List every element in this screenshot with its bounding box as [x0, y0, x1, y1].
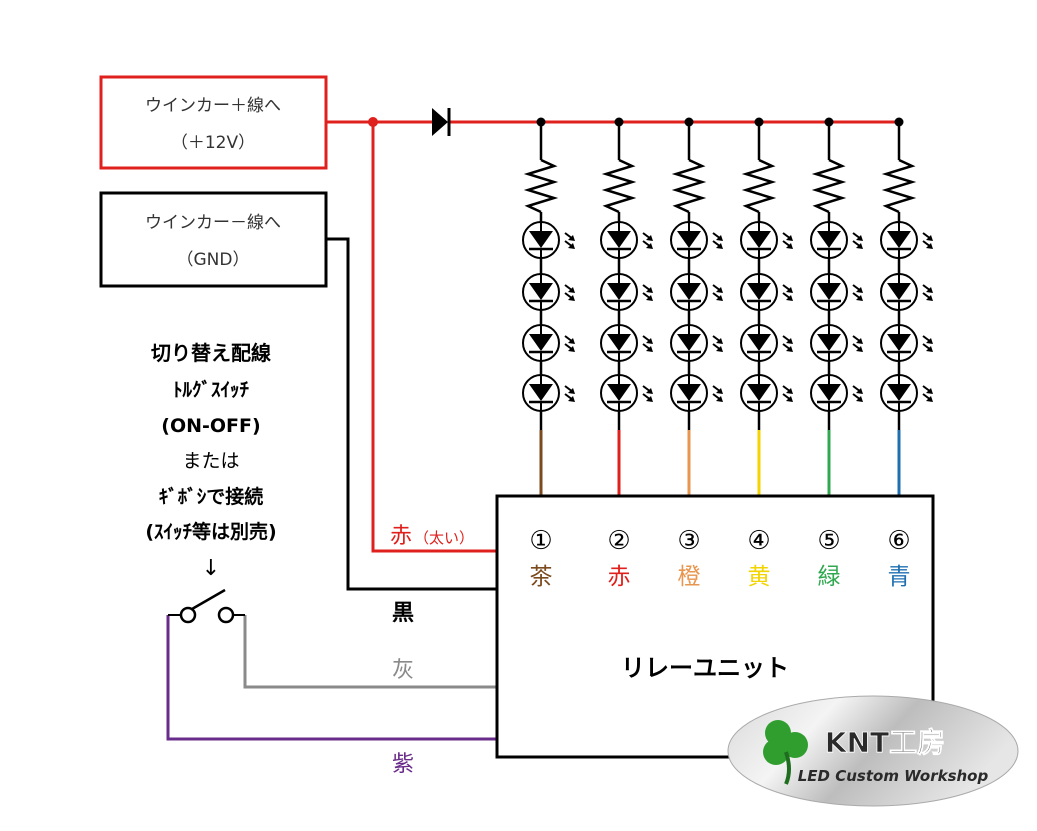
led-icon [809, 220, 865, 260]
red-wire-sublabel: （太い） [414, 529, 474, 547]
note-line-6: (ｽｲｯﾁ等は別売) [145, 520, 276, 543]
note-line-5: ｷﾞﾎﾞｼで接続 [159, 485, 264, 508]
led-icon [879, 323, 935, 363]
channel-color-label: 青 [888, 564, 911, 590]
led-icon [521, 373, 577, 413]
led-icon [809, 373, 865, 413]
led-chain-5 [809, 117, 865, 496]
note-line-1: 切り替え配線 [151, 341, 271, 365]
led-icon [669, 272, 725, 312]
resistor-icon [601, 158, 637, 214]
logo-brand: KNT工房 [825, 726, 945, 759]
led-chain-3 [669, 117, 725, 496]
resistor-icon [741, 158, 777, 214]
gray-wire [243, 615, 497, 689]
led-chain-6 [879, 117, 935, 496]
led-icon [521, 220, 577, 260]
led-icon [599, 323, 655, 363]
led-icon [739, 272, 795, 312]
led-icon [809, 272, 865, 312]
channel-color-label: 緑 [818, 564, 841, 590]
channel-number: ① [529, 526, 552, 556]
knt-logo: KNT工房 LED Custom Workshop [727, 695, 1019, 807]
gnd-box: ウインカー－線へ （GND） [99, 191, 328, 288]
led-icon [669, 323, 725, 363]
led-icon [599, 272, 655, 312]
resistor-icon [881, 158, 917, 214]
led-icon [879, 373, 935, 413]
logo-tagline: LED Custom Workshop [798, 767, 989, 785]
black-wire [326, 237, 497, 591]
channel-number: ⑥ [887, 526, 910, 556]
diode-icon [432, 108, 451, 136]
led-chain-4 [739, 117, 795, 496]
led-icon [879, 272, 935, 312]
plus-box-line1: ウインカー＋線へ [145, 96, 281, 116]
channel-color-label: 橙 [678, 564, 701, 590]
channel-color-label: 赤 [608, 564, 631, 590]
led-icon [739, 220, 795, 260]
purple-wire [166, 615, 497, 741]
relay-unit-label: リレーユニット [621, 654, 789, 682]
note-line-4: または [182, 450, 239, 472]
black-wire-label: 黒 [392, 601, 414, 626]
led-chains [521, 117, 935, 496]
led-icon [809, 323, 865, 363]
plus-box-line2: （＋12V） [171, 133, 255, 153]
led-icon [599, 373, 655, 413]
red-thick-wire [371, 122, 497, 553]
led-chain-1 [521, 117, 577, 496]
channel-number: ④ [747, 526, 770, 556]
led-icon [669, 373, 725, 413]
channel-labels: ① 茶 ② 赤 ③ 橙 ④ 黄 ⑤ 緑 ⑥ 青 [529, 526, 910, 590]
led-chain-2 [599, 117, 655, 496]
note-line-2: ﾄﾙｸﾞｽｲｯﾁ [173, 378, 250, 401]
channel-number: ② [607, 526, 630, 556]
plus-12v-box: ウインカー＋線へ （＋12V） [99, 75, 328, 170]
channel-color-label: 黄 [748, 564, 771, 590]
clover-icon [763, 720, 808, 785]
channel-color-label: 茶 [530, 564, 553, 590]
resistor-icon [523, 158, 559, 214]
toggle-switch-icon [168, 588, 245, 624]
led-icon [879, 220, 935, 260]
led-icon [669, 220, 725, 260]
down-arrow-icon: ↓ [202, 556, 220, 581]
switch-note: 切り替え配線 ﾄﾙｸﾞｽｲｯﾁ (ON-OFF) または ｷﾞﾎﾞｼで接続 (ｽ… [145, 341, 276, 581]
purple-wire-label: 紫 [392, 752, 414, 777]
channel-number: ⑤ [817, 526, 840, 556]
resistor-icon [811, 158, 847, 214]
red-wire-label: 赤 [390, 524, 412, 549]
note-line-3: (ON-OFF) [161, 415, 260, 437]
led-icon [599, 220, 655, 260]
led-icon [739, 373, 795, 413]
minus-box-line1: ウインカー－線へ [145, 213, 281, 233]
minus-box-line2: （GND） [177, 250, 250, 270]
channel-number: ③ [677, 526, 700, 556]
led-icon [521, 323, 577, 363]
led-icon [521, 272, 577, 312]
resistor-icon [671, 158, 707, 214]
gray-wire-label: 灰 [392, 658, 414, 683]
led-icon [739, 323, 795, 363]
